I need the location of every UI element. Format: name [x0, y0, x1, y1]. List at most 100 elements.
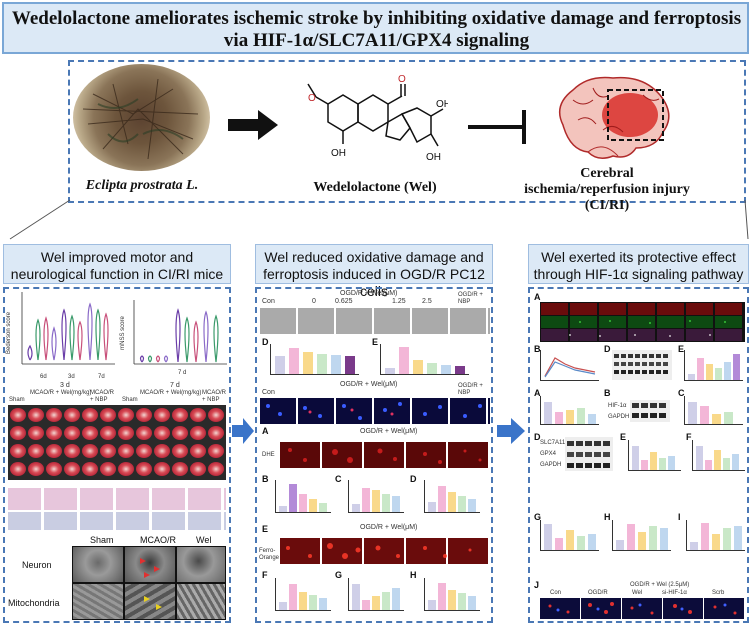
page-title: Wedelolactone ameliorates ischemic strok… [11, 8, 742, 51]
ferro-orange-strip [280, 538, 490, 564]
mid-panel-letter-a: A [262, 426, 269, 436]
mid-bar-chart-h [424, 578, 480, 611]
right-fluorescence-grid [540, 302, 745, 342]
right-gapdh-label-1: GAPDH [608, 414, 630, 420]
right-panel-letter-b1: B [534, 344, 541, 354]
right-panel-letter-d1: D [604, 344, 611, 354]
mid-group-label-2: OGD/R + Wel(μM) [340, 381, 398, 388]
oh-label-2: OH [426, 152, 441, 163]
em-images-grid [72, 546, 226, 620]
mid-panel-letter-c: C [335, 474, 342, 484]
oh-label-1: OH [331, 148, 346, 159]
arrow-middle-to-right-icon [497, 418, 525, 444]
mid-bar-chart-d [270, 344, 359, 375]
mid-panel-letter-g: G [335, 570, 343, 580]
x-tick-7d: 7d [98, 374, 105, 380]
brain-icon [558, 76, 670, 159]
tissue-nbp-label-1: MCAO/R + NBP [90, 390, 114, 403]
left-violin-plot-1: Bederson score 6d 3d 7d [6, 292, 115, 382]
mid-dose-3-1: 2.5 [422, 298, 432, 305]
right-hif-label-1: HIF-1α [608, 403, 627, 409]
em-row-neuron: Neuron [22, 560, 52, 570]
right-bottom-col-sihif: si-HIF-1α [662, 590, 687, 596]
right-panel-letter-i: I [678, 512, 681, 522]
right-panel-letter-h: H [604, 512, 611, 522]
right-panel-letter-g: G [534, 512, 542, 522]
right-bottom-group: OGD/R + Wel (2.5μM) [630, 582, 690, 588]
em-col-wel: Wel [196, 535, 212, 545]
right-panel-heading: Wel exerted its protective effect throug… [528, 244, 749, 284]
mid-panel-letter-d1: D [262, 337, 269, 347]
right-panel-letter-e1: E [678, 344, 685, 354]
right-bar-chart-e1 [684, 350, 743, 381]
right-gpx4-label: GPX4 [540, 451, 557, 457]
tissue-header-3d: 3 d [60, 382, 70, 389]
mid-dose-0-1: 0 [312, 298, 316, 305]
nuclear-stain-strip [260, 398, 490, 424]
right-bottom-fluorescence-strip [540, 598, 745, 619]
compound-caption: Wedelolactone (Wel) [313, 180, 437, 195]
mid-bar-chart-e [380, 344, 469, 375]
mid-panel-letter-e1: E [372, 337, 379, 347]
brain-slices-grid [8, 405, 226, 480]
right-gapdh-label-2: GAPDH [540, 462, 562, 468]
right-bar-chart-g [540, 520, 599, 551]
svg-text:O: O [398, 74, 406, 85]
right-bottom-col-ogdr: OGD/R [588, 590, 608, 596]
title-banner [2, 2, 749, 54]
right-western-blot-d [612, 350, 672, 380]
tissue-header-7d: 7 d [170, 382, 180, 389]
target-caption: Cerebral ischemia/reperfusion injury (CI… [524, 166, 690, 213]
mid-nbp-2: OGD/R + NBP [458, 383, 483, 396]
mid-bar-chart-c [348, 480, 404, 513]
mid-panel-letter-b: B [262, 474, 269, 484]
em-row-mitochondria: Mitochondria [8, 598, 60, 608]
right-panel-letter-d3: D [534, 432, 541, 442]
dhe-fluorescence-strip [280, 442, 490, 468]
mid-dose-1-1: 0.625 [335, 298, 353, 305]
mid-con-2: Con [262, 389, 275, 396]
right-bottom-col-con: Con [550, 590, 562, 596]
right-panel-letter-b2: B [604, 388, 611, 398]
mid-ferro-label: Ferro-Orange [259, 548, 280, 561]
herb-photo [73, 64, 210, 171]
x-tick-6d: 6d [40, 374, 47, 380]
right-line-chart-b [540, 350, 599, 381]
tissue-sham-label-2: Sham [122, 397, 138, 403]
o-label: O [308, 93, 316, 104]
herb-caption: Eclipta prostrata L. [85, 178, 199, 193]
right-bar-chart-i [686, 520, 745, 551]
right-panel-letter-a2: A [534, 388, 541, 398]
x-tick-3d: 3d [68, 374, 75, 380]
mid-bar-chart-b [275, 480, 331, 513]
mid-dhe-label: DHE [262, 452, 275, 458]
right-panel [528, 287, 749, 623]
right-bar-chart-a2 [540, 396, 599, 425]
mid-panel-letter-h: H [410, 570, 417, 580]
right-bottom-col-wel: Wel [632, 590, 643, 596]
mid-bar-chart-d2 [424, 480, 480, 513]
right-panel-letter-a1: A [534, 292, 541, 302]
histology-nissl-strip [8, 488, 226, 510]
cell-morphology-strip [260, 308, 490, 334]
x-tick-7d-plot2: 7 d [178, 370, 187, 376]
em-col-mcaor: MCAO/R [140, 535, 176, 545]
mid-panel-letter-e2: E [262, 524, 269, 534]
right-bar-chart-h [612, 520, 671, 551]
mid-con-1: Con [262, 298, 275, 305]
connector-lines [9, 199, 749, 240]
em-col-sham: Sham [90, 535, 114, 545]
middle-panel-heading: Wel reduced oxidative damage and ferropt… [255, 244, 493, 299]
right-bar-chart-e3 [628, 440, 681, 471]
arrow-left-to-middle-icon [232, 418, 254, 444]
mid-group-label-3: OGD/R + Wel(μM) [360, 428, 418, 435]
arrow-right-icon [228, 110, 278, 140]
tissue-group-label-1: MCAO/R + Wel(mg/kg) [30, 390, 92, 396]
wedelolactone-structure: O O OH OH OH [307, 74, 448, 163]
mid-dose-2-1: 1.25 [392, 298, 406, 305]
left-panel [3, 287, 231, 623]
y-axis-label-mnss: mNSS score [119, 316, 126, 350]
right-bottom-col-scrb: Scrb [712, 590, 725, 596]
mid-group-label-4: OGD/R + Wel(μM) [360, 524, 418, 531]
inhibition-icon [468, 110, 526, 144]
